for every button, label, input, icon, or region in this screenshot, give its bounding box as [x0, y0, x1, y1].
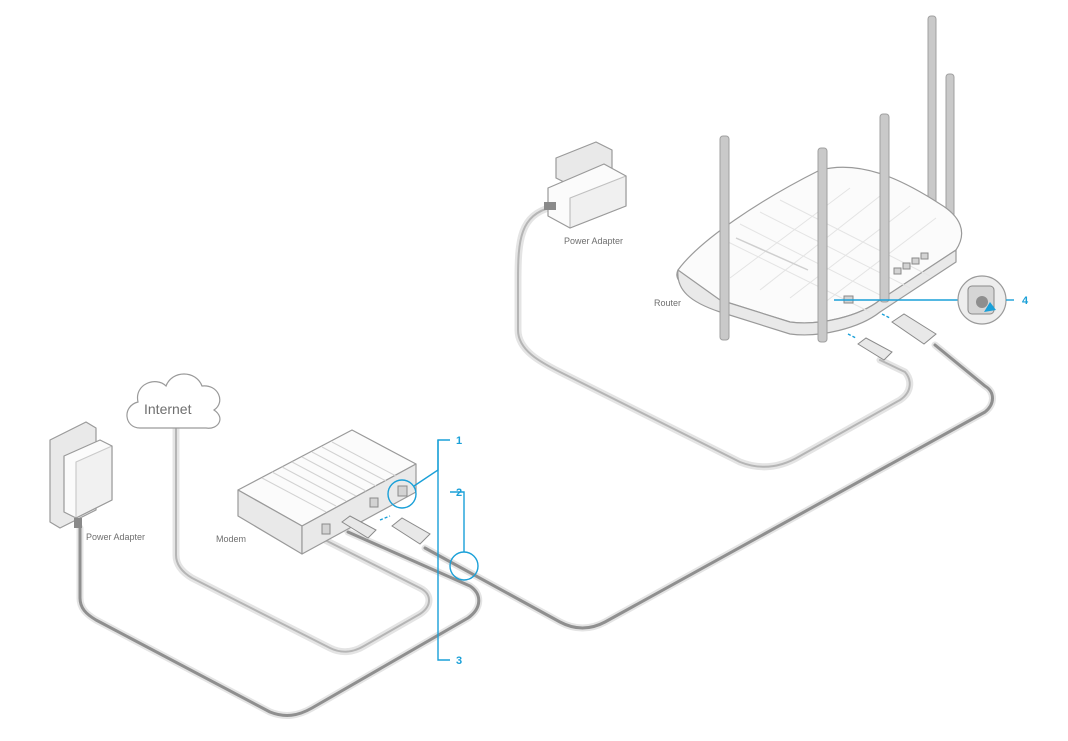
step-callouts: 1 2 3 4 [387, 295, 1029, 667]
modem-power-cable [76, 524, 483, 719]
callout-circle-modem-port [387, 479, 417, 509]
internet-cable [172, 424, 433, 656]
step-4: 4 [1022, 295, 1029, 307]
modem-phone-port [369, 497, 379, 508]
modem: Modem [216, 429, 417, 555]
step-3: 3 [456, 655, 462, 667]
step-2: 2 [456, 487, 462, 499]
modem-plugs [341, 515, 431, 545]
power-adapter-left-label: Power Adapter [86, 532, 145, 542]
internet-label: Internet [144, 401, 192, 417]
modem-label: Modem [216, 534, 246, 544]
antenna-front-2 [817, 147, 828, 343]
router-label: Router [654, 298, 681, 308]
internet-cloud: Internet [126, 373, 221, 429]
modem-grooves [261, 441, 397, 513]
router-power-cable [514, 203, 914, 471]
power-adapter-right-label: Power Adapter [564, 236, 623, 246]
antenna-front-1 [719, 135, 730, 341]
modem-ethernet-port [397, 485, 408, 497]
router-plugs [847, 313, 937, 361]
router-power-adapter: Power Adapter [544, 141, 627, 246]
modem-power-port [321, 523, 331, 535]
antenna-front-3 [879, 113, 890, 303]
ethernet-cable [421, 341, 996, 632]
step-1: 1 [456, 435, 462, 447]
antenna-rear-1 [927, 15, 937, 213]
cloud-shape [126, 373, 221, 429]
modem-power-adapter: Power Adapter [49, 421, 145, 542]
router-lan-ports [893, 252, 929, 275]
hand-pointer-icon [984, 302, 996, 312]
cables [76, 203, 996, 719]
router: Router [654, 15, 963, 343]
power-button-callout [834, 275, 1014, 325]
